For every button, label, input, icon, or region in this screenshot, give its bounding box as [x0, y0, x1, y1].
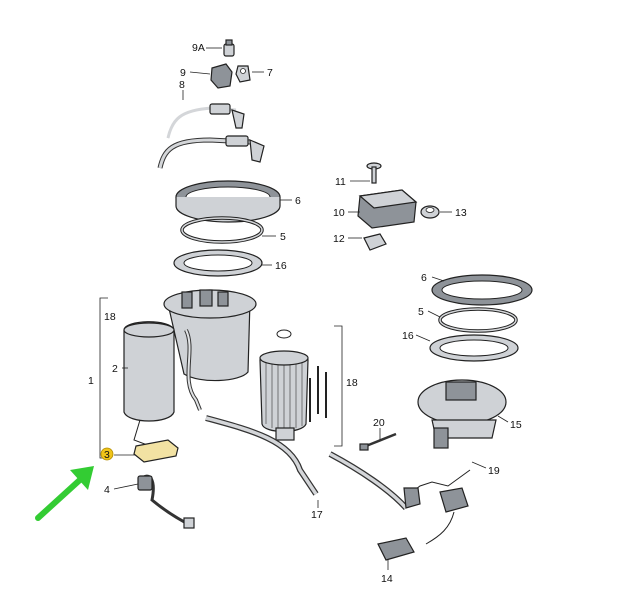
callout-10: 10: [333, 207, 345, 219]
part-20-sensor[interactable]: [359, 432, 397, 451]
part-12-bracket[interactable]: [363, 233, 387, 251]
part-5-seal-left[interactable]: [180, 216, 264, 244]
callout-16-right: 16: [402, 330, 414, 342]
callout-6-right: 6: [421, 272, 427, 284]
callout-15: 15: [510, 419, 522, 431]
part-13-grommet[interactable]: [420, 205, 440, 219]
callout-2: 2: [112, 363, 118, 375]
callout-6: 6: [295, 195, 301, 207]
callout-1: 1: [88, 375, 94, 387]
part-5-seal-right[interactable]: [438, 307, 518, 333]
part-9-clip[interactable]: [210, 63, 233, 89]
callout-14: 14: [381, 573, 393, 585]
bracket-group-18: [334, 325, 343, 447]
callout-8: 8: [179, 79, 185, 91]
part-15-sender-flange[interactable]: [417, 379, 507, 449]
part-8-hose-lower[interactable]: [157, 135, 265, 169]
part-16-flange-left[interactable]: [173, 249, 263, 277]
callout-11: 11: [335, 176, 346, 188]
callout-16: 16: [275, 260, 287, 272]
part-18-filter-strips[interactable]: [309, 366, 327, 422]
highlight-marker: [100, 447, 114, 461]
part-6-locking-ring-right[interactable]: [431, 274, 533, 306]
callout-12: 12: [333, 233, 345, 245]
part-10-control-unit[interactable]: [357, 189, 418, 229]
part-6-locking-ring-left[interactable]: [175, 180, 281, 223]
callout-5-right: 5: [418, 306, 424, 318]
leader-lines: [113, 47, 509, 570]
part-18-fuel-filter[interactable]: [259, 329, 309, 441]
part-17-fuel-line[interactable]: [205, 415, 319, 496]
callout-19: 19: [488, 465, 500, 477]
callout-4: 4: [104, 484, 110, 496]
callout-3: 3: [104, 449, 110, 461]
callout-17: 17: [311, 509, 323, 521]
part-2-fuel-pump-module[interactable]: [123, 289, 257, 447]
part-8-hose-upper[interactable]: [166, 103, 245, 139]
part-4-connector-cable[interactable]: [137, 474, 195, 529]
part-3-float-sender[interactable]: [133, 439, 179, 463]
part-11-screw[interactable]: [366, 162, 382, 184]
part-9a-connector[interactable]: [223, 39, 235, 57]
green-pointer-arrow: [35, 466, 94, 521]
callout-5: 5: [280, 231, 286, 243]
callout-13: 13: [455, 207, 467, 219]
callout-9a: 9A: [192, 42, 205, 54]
part-14-connector-plate[interactable]: [377, 537, 415, 561]
callout-7: 7: [267, 67, 273, 79]
callout-18-middle: 18: [346, 377, 358, 389]
part-7-nipple[interactable]: [235, 65, 251, 83]
callout-18-left: 18: [104, 311, 116, 323]
part-19-wiring-harness[interactable]: [328, 451, 471, 545]
callout-20: 20: [373, 417, 385, 429]
callout-9: 9: [180, 67, 186, 79]
part-16-flange-right[interactable]: [429, 334, 519, 362]
